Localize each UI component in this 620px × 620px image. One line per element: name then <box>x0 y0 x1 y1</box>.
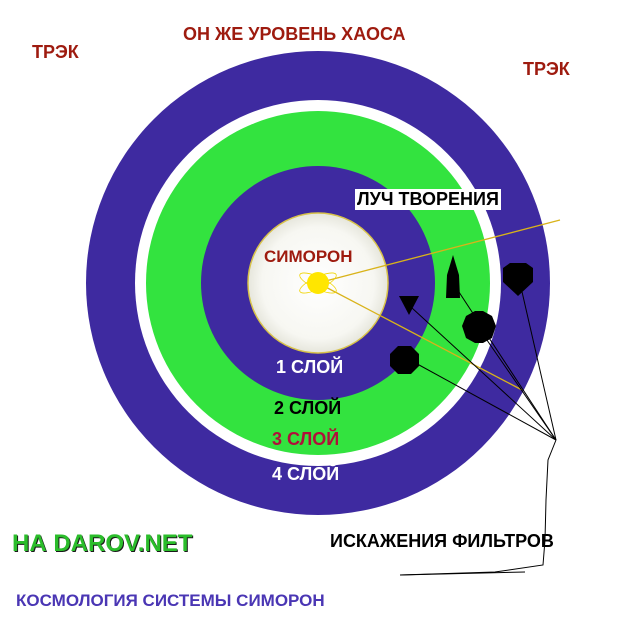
shield-filter-icon <box>503 263 533 296</box>
ray-of-creation-label: ЛУЧ ТВОРЕНИЯ <box>355 189 501 210</box>
layer-3-label: 3 СЛОЙ <box>272 429 340 449</box>
filter-distortions-label: ИСКАЖЕНИЯ ФИЛЬТРОВ <box>330 531 554 551</box>
ray-line-lower <box>317 282 523 391</box>
ray-line-upper <box>317 219 561 284</box>
layer-2-label: 2 СЛОЙ <box>274 398 342 418</box>
badge-filter-icon <box>462 311 496 343</box>
trek-right-label: ТРЭК <box>523 59 570 79</box>
simoron-label: СИМОРОН <box>264 247 353 266</box>
distortion-lines <box>399 282 557 576</box>
layer-4-label: 4 СЛОЙ <box>272 464 340 484</box>
octagon-filter-icon <box>390 346 419 374</box>
sun-icon <box>299 272 337 294</box>
triangle-filter-icon <box>399 296 419 315</box>
caption-label: КОСМОЛОГИЯ СИСТЕМЫ СИМОРОН <box>16 591 325 610</box>
chaos-level-title: ОН ЖЕ УРОВЕНЬ ХАОСА <box>183 24 406 44</box>
site-label: НА DAROV.NET <box>12 530 193 557</box>
layer-1-label: 1 СЛОЙ <box>276 357 344 377</box>
trek-left-label: ТРЭК <box>32 42 79 62</box>
spike-filter-icon <box>446 255 460 298</box>
